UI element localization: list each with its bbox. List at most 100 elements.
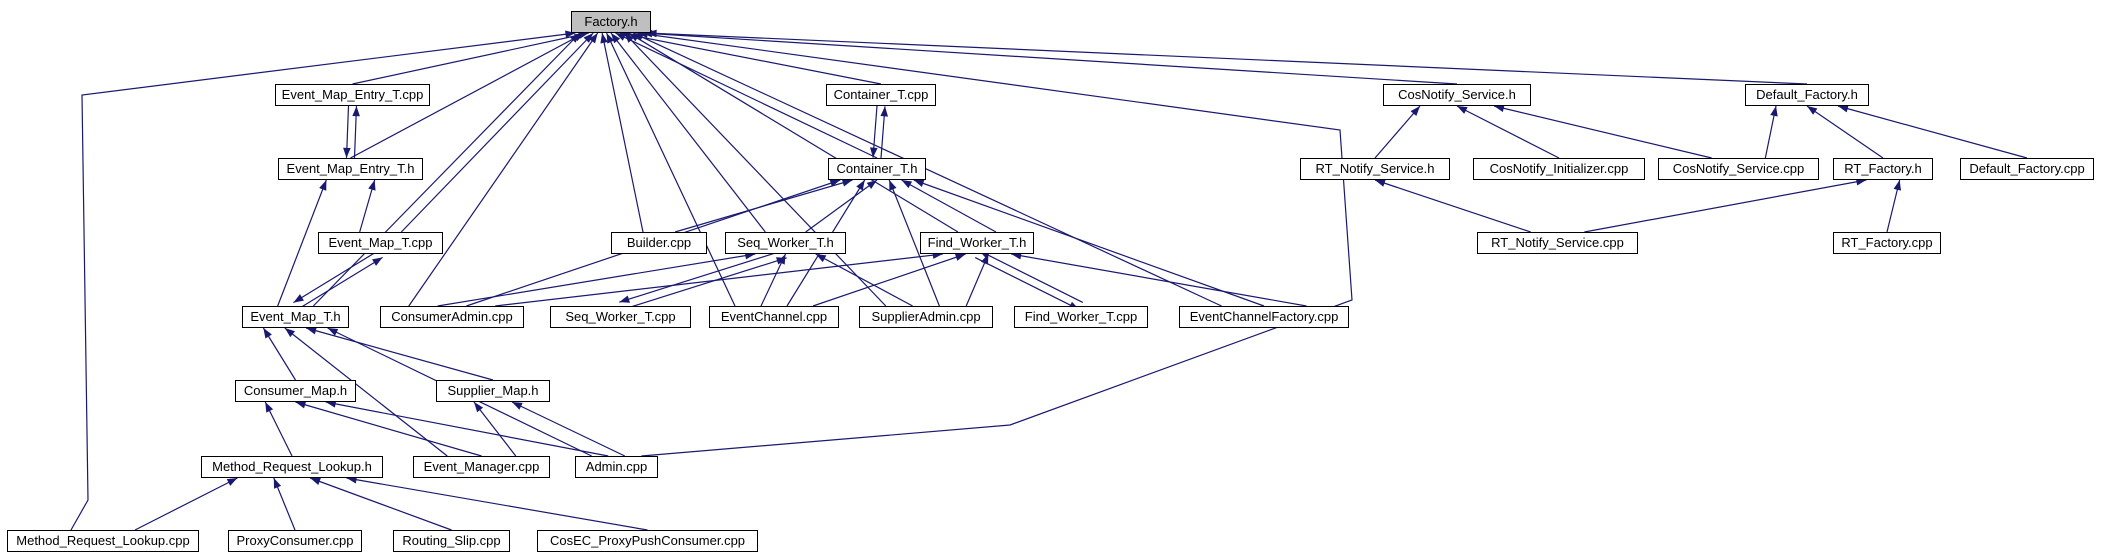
graph-arrowhead (901, 180, 913, 189)
graph-node-event-map-entry-t-cpp[interactable]: Event_Map_Entry_T.cpp (275, 84, 430, 106)
graph-node-factory-h: Factory.h (571, 11, 651, 33)
graph-arrowhead (327, 328, 339, 336)
graph-node-event-map-entry-t-h[interactable]: Event_Map_Entry_T.h (278, 158, 423, 180)
graph-arrowhead (588, 33, 598, 44)
graph-edge (473, 401, 517, 457)
graph-arrowhead (372, 257, 383, 266)
graph-edge (350, 32, 585, 159)
graph-edge (295, 401, 482, 457)
graph-arrowhead (1807, 106, 1818, 115)
graph-node-consumer-map-h[interactable]: Consumer_Map.h (235, 380, 356, 402)
graph-edge (646, 32, 1808, 85)
graph-edge (511, 401, 626, 457)
graph-edge (815, 253, 913, 307)
graph-edge (888, 179, 940, 307)
graph-edge (1456, 105, 1560, 159)
graph-node-find-worker-t-cpp[interactable]: Find_Worker_T.cpp (1014, 306, 1148, 328)
graph-edge (346, 477, 648, 531)
graph-node-supplier-map-h[interactable]: Supplier_Map.h (436, 380, 550, 402)
graph-edge (615, 32, 878, 159)
graph-arrowhead (325, 400, 337, 408)
graph-edge (309, 477, 452, 531)
graph-edge (601, 32, 644, 233)
graph-node-container-t-cpp[interactable]: Container_T.cpp (826, 84, 936, 106)
graph-node-cosnotify-initializer-cpp[interactable]: CosNotify_Initializer.cpp (1473, 158, 1645, 180)
graph-arrowhead (889, 180, 897, 191)
graph-node-find-worker-t-h[interactable]: Find_Worker_T.h (920, 232, 1034, 254)
graph-node-event-map-t-h[interactable]: Event_Map_T.h (242, 306, 349, 328)
graph-node-default-factory-cpp[interactable]: Default_Factory.cpp (1960, 158, 2094, 180)
graph-edge (1011, 253, 1307, 307)
graph-arrowhead (295, 401, 307, 409)
graph-arrowhead (829, 179, 841, 187)
graph-node-method-request-lookup-cpp[interactable]: Method_Request_Lookup.cpp (7, 530, 199, 552)
graph-node-routing-slip-cpp[interactable]: Routing_Slip.cpp (393, 530, 510, 552)
graph-edge (913, 179, 1265, 307)
graph-node-cosec-proxypushconsumer-cpp[interactable]: CosEC_ProxyPushConsumer.cpp (537, 530, 758, 552)
graph-node-eventchannel-cpp[interactable]: EventChannel.cpp (709, 306, 839, 328)
graph-arrowhead (474, 402, 484, 413)
graph-node-rt-factory-h[interactable]: RT_Factory.h (1833, 158, 1933, 180)
graph-arrowhead (1893, 180, 1901, 191)
graph-node-supplieradmin-cpp[interactable]: SupplierAdmin.cpp (859, 306, 993, 328)
graph-arrowhead (619, 295, 630, 303)
graph-node-event-map-t-cpp[interactable]: Event_Map_T.cpp (318, 232, 443, 254)
graph-edge (297, 256, 383, 310)
graph-node-admin-cpp[interactable]: Admin.cpp (575, 456, 658, 478)
graph-arrowhead (265, 402, 274, 413)
graph-node-rt-factory-cpp[interactable]: RT_Factory.cpp (1833, 232, 1941, 254)
graph-edge (628, 32, 959, 233)
graph-arrowhead (306, 327, 317, 335)
graph-node-event-manager-cpp[interactable]: Event_Manager.cpp (413, 456, 550, 478)
graph-node-seq-worker-t-h[interactable]: Seq_Worker_T.h (725, 232, 846, 254)
graph-arrowhead (293, 294, 304, 303)
graph-node-cosnotify-service-cpp[interactable]: CosNotify_Service.cpp (1658, 158, 1819, 180)
graph-edge (642, 32, 1458, 85)
graph-arrowhead (880, 106, 889, 117)
graph-edge (325, 401, 609, 457)
graph-node-method-request-lookup-h[interactable]: Method_Request_Lookup.h (201, 456, 383, 478)
graph-edge (619, 32, 882, 85)
graph-node-builder-cpp[interactable]: Builder.cpp (611, 232, 707, 254)
graph-arrowhead (273, 478, 282, 489)
graph-edge (262, 327, 297, 381)
graph-node-seq-worker-t-cpp[interactable]: Seq_Worker_T.cpp (550, 306, 691, 328)
graph-node-eventchannelfactory-cpp[interactable]: EventChannelFactory.cpp (1179, 306, 1349, 328)
graph-arrowhead (866, 180, 877, 189)
graph-arrowhead (570, 33, 580, 43)
graph-arrowhead (368, 180, 376, 191)
graph-arrowhead (841, 179, 853, 187)
graph-arrowhead (319, 180, 327, 191)
graph-arrowhead (815, 254, 827, 263)
graph-arrowhead (624, 33, 634, 43)
graph-edge (978, 249, 1084, 303)
graph-node-proxyconsumer-cpp[interactable]: ProxyConsumer.cpp (228, 530, 362, 552)
graph-edge (352, 32, 589, 85)
graph-edge (293, 250, 379, 304)
graph-edge (1374, 179, 1531, 233)
graph-arrowhead (263, 328, 272, 339)
graph-node-cosnotify-service-h[interactable]: CosNotify_Service.h (1383, 84, 1531, 106)
graph-edge (495, 253, 943, 307)
graph-node-rt-notify-service-cpp[interactable]: RT_Notify_Service.cpp (1477, 232, 1638, 254)
graph-edge (1806, 105, 1884, 159)
graph-node-default-factory-h[interactable]: Default_Factory.h (1745, 84, 1869, 106)
graph-arrowhead (606, 33, 615, 44)
graph-arrowhead (615, 33, 627, 41)
graph-arrowhead (352, 106, 360, 117)
graph-arrowhead (1494, 104, 1505, 113)
graph-arrowhead (343, 147, 351, 158)
graph-node-rt-notify-service-h[interactable]: RT_Notify_Service.h (1300, 158, 1450, 180)
graph-edge (1374, 105, 1421, 159)
graph-node-consumeradmin-cpp[interactable]: ConsumerAdmin.cpp (380, 306, 524, 328)
graph-arrowhead (284, 328, 296, 338)
graph-edge (901, 179, 997, 233)
graph-arrowhead (310, 477, 321, 486)
graph-edge (623, 32, 887, 307)
graph-edge (312, 32, 581, 307)
graph-edge (621, 257, 787, 311)
graph-edge (610, 32, 766, 233)
graph-node-container-t-h[interactable]: Container_T.h (828, 158, 926, 180)
